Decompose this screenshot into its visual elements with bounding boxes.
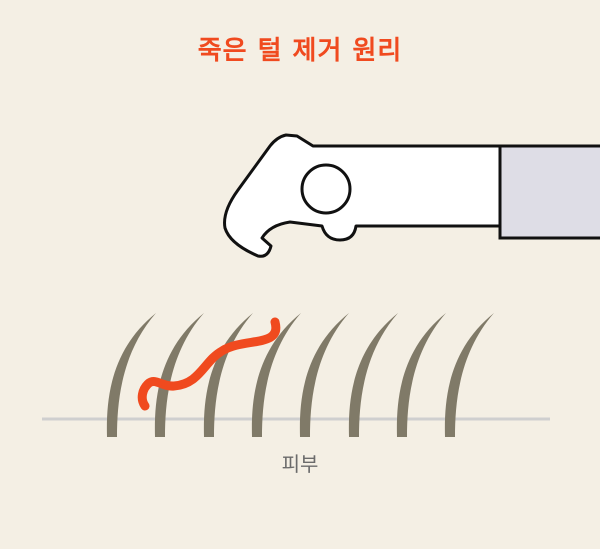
- dead-hair-outline: [140, 320, 278, 408]
- skin-label: 피부: [281, 452, 319, 476]
- hair-strand-icon: [106, 313, 156, 437]
- hair-strand-icon: [299, 313, 349, 437]
- hair-strand-icon: [396, 313, 446, 437]
- hair-strand-icon: [444, 313, 494, 437]
- tool-roller: [300, 163, 352, 215]
- tool-head: [223, 133, 502, 258]
- grooming-comb-tool-icon: [223, 133, 600, 258]
- hair-strand-icon: [154, 313, 204, 437]
- tool-handle: [498, 144, 600, 240]
- hair-strand-icon: [251, 313, 301, 437]
- hair-strand-icon: [203, 313, 253, 437]
- hair-strand-icon: [348, 313, 398, 437]
- diagram-title: 죽은 털 제거 원리: [197, 36, 403, 66]
- hair-group: [106, 313, 494, 437]
